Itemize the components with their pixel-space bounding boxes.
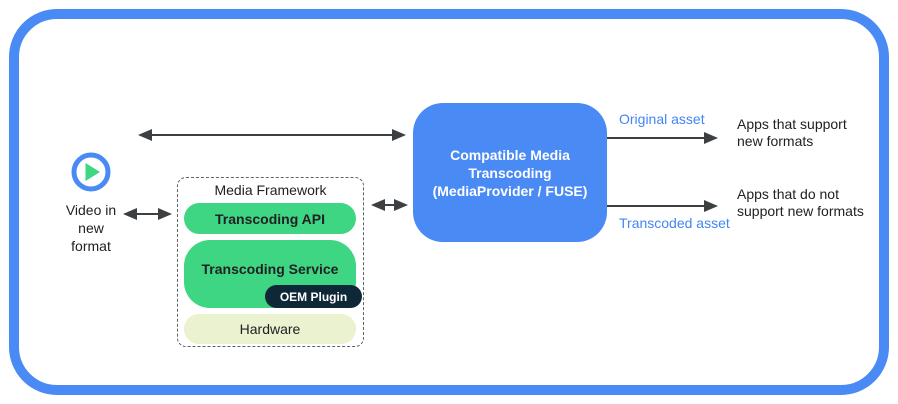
transcoded-asset-label: Transcoded asset [619,215,730,231]
oem-plugin-badge: OEM Plugin [265,285,362,308]
video-source-label: Video in new format [65,202,117,254]
apps-support-label: Apps that support new formats [737,116,847,149]
transcoding-api-layer: Transcoding API [184,203,356,234]
diagram-outer-border [9,9,889,395]
media-framework-title: Media Framework [214,182,327,198]
compatible-media-transcoding-box: Compatible Media Transcoding (MediaProvi… [413,103,607,242]
media-framework-box: Media Framework Transcoding API Transcod… [177,177,364,347]
play-icon [71,152,111,192]
hardware-layer: Hardware [184,314,356,344]
original-asset-label: Original asset [619,111,705,127]
apps-no-support-label: Apps that do not support new formats [737,186,864,219]
